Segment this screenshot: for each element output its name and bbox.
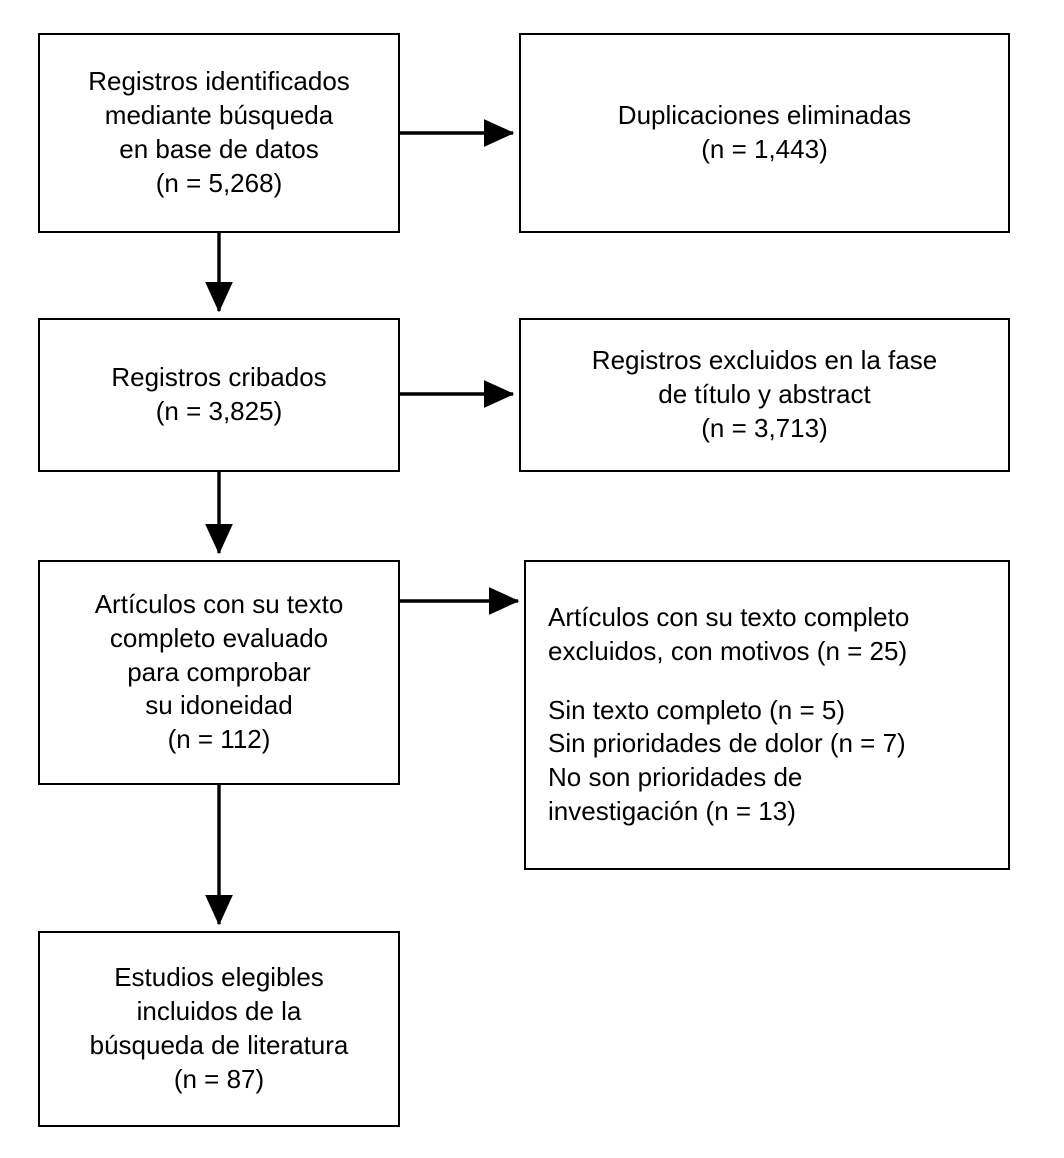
records-identified-line-1: Registros identificados — [88, 66, 350, 97]
records-screened-label: Registros cribados — [111, 362, 327, 393]
records-excluded-line-1: Registros excluidos en la fase — [591, 345, 938, 376]
duplicates-removed-count: (n = 1,443) — [701, 134, 828, 164]
records-excluded-line-2: de título y abstract — [658, 379, 871, 410]
studies-included-line-2: incluidos de la — [136, 996, 302, 1027]
fulltext-assessed-line-3: para comprobar — [127, 656, 311, 687]
records-identified-box: Registros identificados mediante búsqued… — [38, 33, 400, 233]
reason-not-research-priorities-line-1: No son prioridades de — [548, 762, 803, 793]
records-identified-count: (n = 5,268) — [155, 167, 283, 198]
records-identified-line-2: mediante búsqueda — [104, 100, 334, 131]
fulltext-assessed-line-2: completo evaluado — [109, 622, 329, 653]
fulltext-excluded-reasons-box: Artículos con su texto completo excluido… — [524, 560, 1010, 870]
fulltext-assessed-count: (n = 112) — [167, 724, 271, 755]
studies-included-line-1: Estudios elegibles — [114, 962, 324, 993]
reason-no-fulltext: Sin texto completo (n = 5) — [548, 694, 845, 725]
records-screened-box: Registros cribados (n = 3,825) — [38, 318, 400, 472]
reason-not-research-priorities-line-2: investigación (n = 13) — [548, 795, 796, 826]
records-excluded-title-abstract-box: Registros excluidos en la fase de título… — [519, 318, 1010, 472]
fulltext-assessed-line-1: Artículos con su texto — [94, 589, 344, 619]
records-excluded-count: (n = 3,713) — [701, 412, 828, 443]
studies-included-count: (n = 87) — [173, 1063, 265, 1094]
reason-no-pain-priorities: Sin prioridades de dolor (n = 7) — [548, 728, 906, 759]
records-identified-line-3: en base de datos — [119, 134, 319, 164]
fulltext-excluded-line-1: Artículos con su texto completo — [548, 602, 910, 633]
records-screened-count: (n = 3,825) — [155, 396, 283, 426]
studies-included-box: Estudios elegibles incluidos de la búsqu… — [38, 931, 400, 1127]
fulltext-assessed-box: Artículos con su texto completo evaluado… — [38, 560, 400, 785]
studies-included-line-3: búsqueda de literatura — [89, 1030, 349, 1060]
duplicates-removed-box: Duplicaciones eliminadas (n = 1,443) — [519, 33, 1010, 233]
fulltext-assessed-line-4: su idoneidad — [145, 690, 293, 721]
fulltext-excluded-line-2: excluidos, con motivos (n = 25) — [548, 636, 908, 667]
duplicates-removed-label: Duplicaciones eliminadas — [617, 100, 912, 131]
